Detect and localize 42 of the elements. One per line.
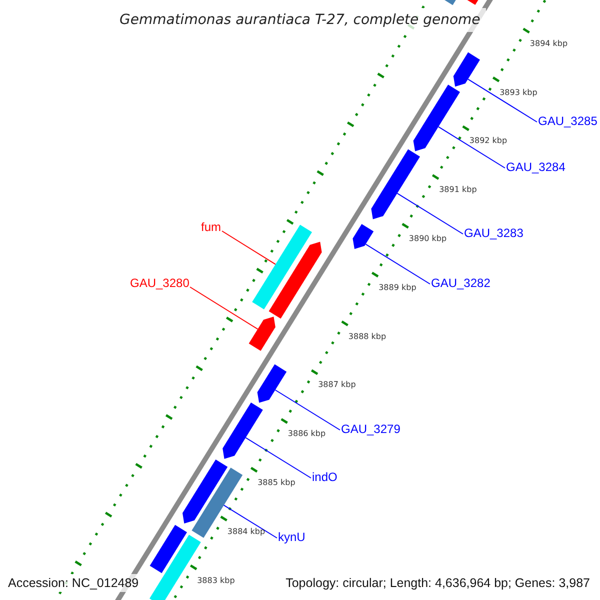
gene-feature — [352, 224, 374, 249]
gene-feature — [413, 84, 460, 152]
gene-label: GAU_3283 — [464, 226, 524, 240]
leader-line — [274, 390, 340, 430]
scale-label: 3894 kbp — [530, 38, 568, 49]
scale-label: 3892 kbp — [469, 136, 508, 146]
scale-label: 3883 kbp — [197, 576, 235, 586]
scale-label: 3893 kbp — [500, 88, 538, 98]
leader-line — [222, 230, 276, 265]
scale-label: 3886 kbp — [288, 429, 326, 440]
gene-feature — [150, 524, 187, 574]
gene-label: fum — [201, 220, 222, 234]
scale-label: 3885 kbp — [258, 478, 296, 488]
gene-label: GAU_3279 — [341, 422, 400, 436]
leader-line — [365, 244, 430, 284]
gene-label: GAU_3285 — [538, 114, 598, 128]
gene-label: GAU_3284 — [506, 160, 566, 174]
accession-text: Accession: NC_012489 — [6, 574, 141, 592]
scale-label: 3887 kbp — [318, 380, 356, 390]
scale-label: 3889 kbp — [378, 282, 416, 293]
leader-line — [396, 192, 464, 234]
scale-label: 3884 kbp — [227, 526, 266, 537]
scale-label: 3891 kbp — [439, 185, 477, 196]
gene-feature — [248, 316, 276, 351]
gene-feature — [182, 460, 228, 524]
scale-label: 3888 kbp — [348, 332, 386, 342]
leader-line — [190, 286, 258, 330]
gene-feature — [257, 364, 287, 403]
gene-feature — [371, 149, 420, 220]
gene-label: GAU_3280 — [130, 276, 190, 290]
gene-label: GAU_3282 — [431, 276, 490, 290]
gene-feature — [268, 242, 322, 319]
leader-line — [245, 437, 312, 478]
gene-feature — [252, 224, 312, 310]
scale-label: 3890 kbp — [408, 234, 447, 244]
leader-line — [468, 78, 538, 122]
gene-label: kynU — [278, 530, 306, 544]
gene-label: indO — [312, 470, 338, 484]
leader-line — [438, 126, 506, 168]
leader-line — [223, 504, 278, 538]
gene-feature — [453, 52, 480, 87]
gene-feature — [222, 402, 263, 459]
